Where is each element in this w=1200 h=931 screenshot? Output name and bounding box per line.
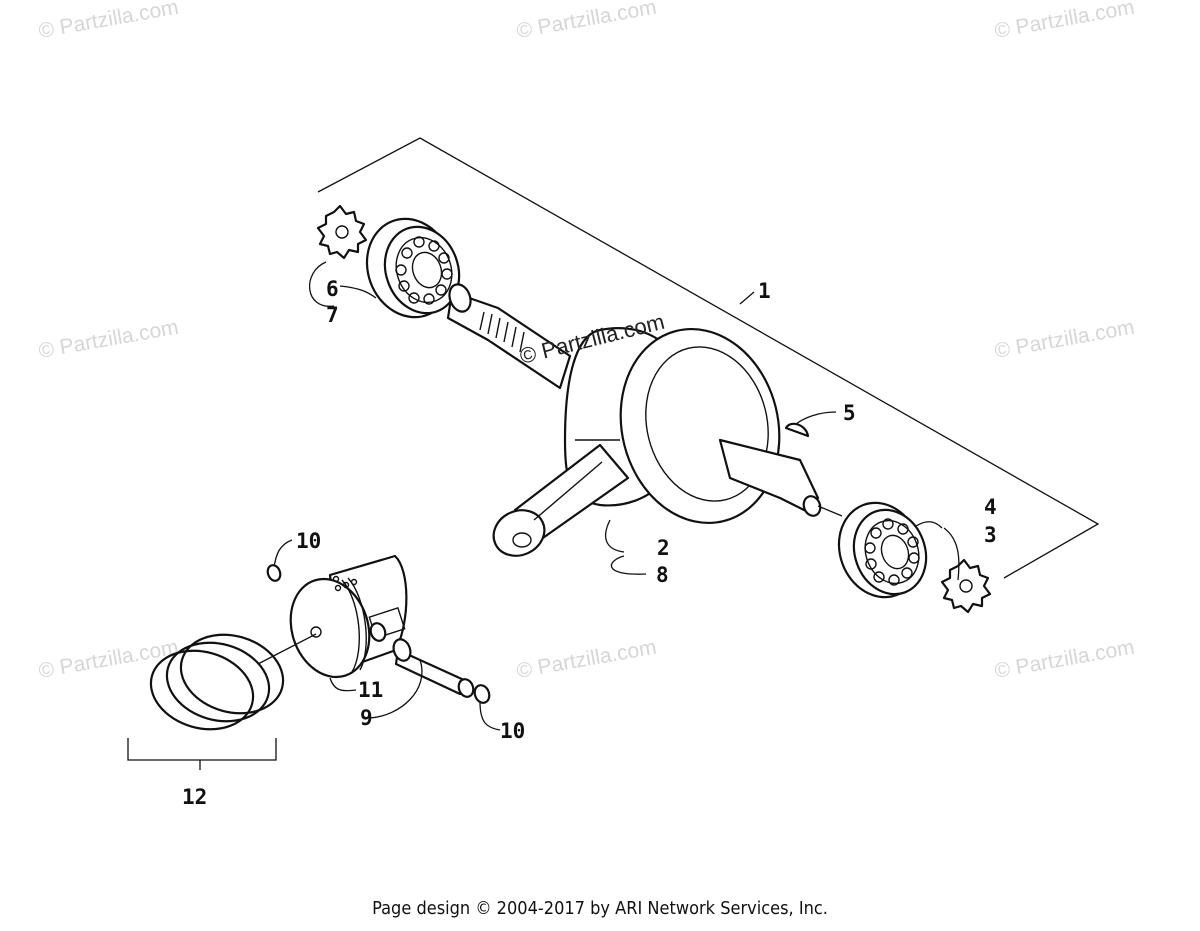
ring-set-bracket <box>127 738 277 761</box>
callout-5: 5 <box>843 401 856 425</box>
bearing-balls-right <box>864 518 920 586</box>
callout-1: 1 <box>758 279 771 303</box>
crankshaft-assembly <box>446 283 843 557</box>
callout-7: 7 <box>326 303 339 327</box>
ball-bearing-left <box>365 217 461 319</box>
watermark-text: © Partzilla.com <box>37 316 180 363</box>
watermark-text: © Partzilla.com <box>993 0 1136 43</box>
piston-ring-set <box>149 633 317 731</box>
bearing-balls-left <box>395 236 453 305</box>
ball-bearing-right <box>837 501 928 599</box>
woodruff-key <box>784 422 810 438</box>
callout-12: 12 <box>182 785 207 809</box>
retaining-clip-right <box>940 558 992 614</box>
assembly-bracket <box>317 137 1100 579</box>
retaining-clip-left <box>316 204 368 260</box>
circlip-lower <box>473 684 491 704</box>
callout-2: 2 <box>657 536 670 560</box>
callout-10-upper: 10 <box>296 529 321 553</box>
shaft-splines <box>479 311 525 353</box>
callout-labels: 1 2 3 4 5 6 7 8 9 10 10 11 12 <box>182 277 997 809</box>
callout-6: 6 <box>326 277 339 301</box>
circlip-upper <box>266 564 282 582</box>
watermark-text: © Partzilla.com <box>993 636 1136 683</box>
watermark-text: © Partzilla.com <box>37 0 180 43</box>
copyright-footer: Page design © 2004-2017 by ARI Network S… <box>372 898 828 919</box>
callout-11: 11 <box>358 678 383 702</box>
callout-4: 4 <box>984 495 997 519</box>
watermark-text: © Partzilla.com <box>515 636 658 683</box>
callout-9: 9 <box>360 706 373 730</box>
callout-3: 3 <box>984 523 997 547</box>
watermark-text: © Partzilla.com <box>515 0 658 43</box>
piston <box>289 554 408 679</box>
callout-8: 8 <box>656 563 669 587</box>
watermark-text: © Partzilla.com <box>993 316 1136 363</box>
piston-pin <box>392 638 475 698</box>
callout-10-lower: 10 <box>500 719 525 743</box>
watermark-text: © Partzilla.com <box>37 636 180 683</box>
leader-lines <box>273 261 960 731</box>
